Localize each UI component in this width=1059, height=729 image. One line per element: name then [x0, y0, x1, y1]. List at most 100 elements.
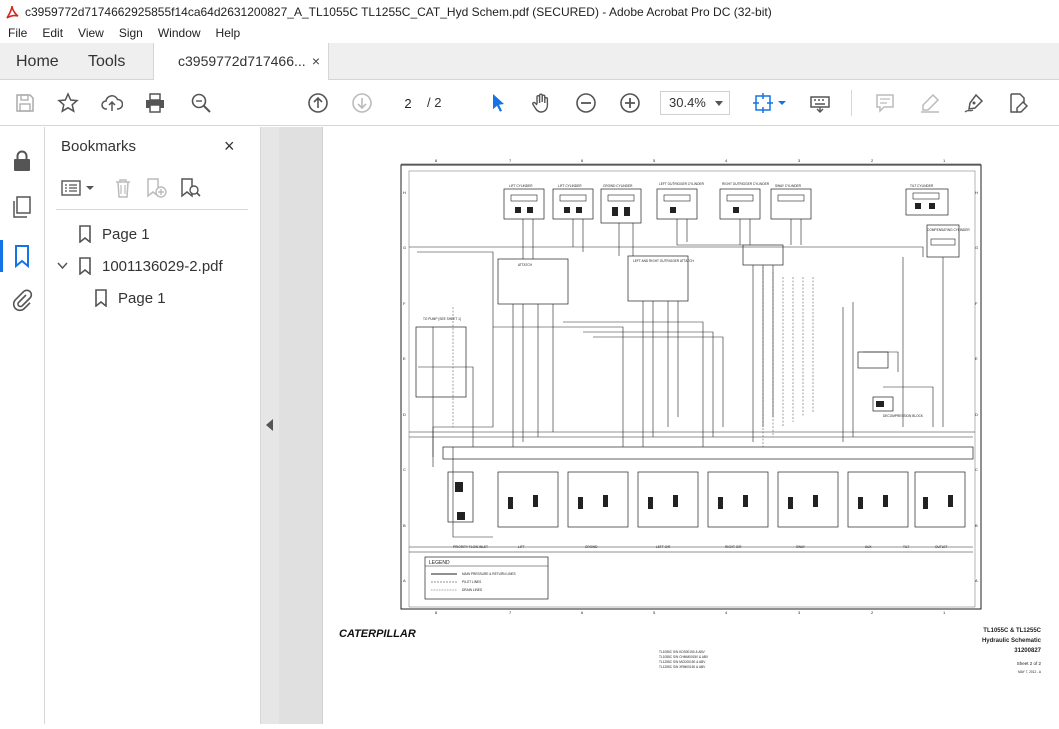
- delete-bookmark-icon[interactable]: [112, 177, 134, 199]
- section-label: CROWD: [585, 545, 598, 549]
- bookmarks-panel-title: Bookmarks: [61, 138, 137, 155]
- section-label: SWAY: [796, 545, 806, 549]
- page-total: / 2: [427, 95, 442, 110]
- row-letter: A: [403, 578, 406, 583]
- hand-tool-icon[interactable]: [529, 91, 553, 115]
- print-icon[interactable]: [143, 91, 167, 115]
- bookmarks-panel-icon[interactable]: [10, 244, 34, 269]
- serial-line: TL1255C S/N MCD00150 & ABV: [659, 660, 706, 664]
- bookmarks-panel: Bookmarks × Page 1 1001136029-2.pdf Page…: [46, 127, 261, 724]
- cylinder-label: LIFT CYLINDER: [509, 184, 533, 188]
- edit-document-icon[interactable]: [1006, 91, 1030, 115]
- cylinder-label: TILT CYLINDER: [910, 184, 934, 188]
- row-letter: G: [975, 245, 978, 250]
- column-number: 3: [798, 158, 801, 163]
- menu-file[interactable]: File: [8, 26, 28, 40]
- row-letter: H: [403, 190, 406, 195]
- bookmark-label: Page 1: [118, 289, 166, 307]
- save-icon[interactable]: [13, 91, 37, 115]
- column-number: 8: [435, 158, 438, 163]
- doc-date: MAY 7, 2012 - A: [1018, 670, 1042, 674]
- row-letter: B: [975, 523, 978, 528]
- bookmark-icon: [95, 289, 107, 307]
- tab-row: Home Tools c3959772d717466... ×: [0, 43, 1059, 81]
- row-letter: F: [403, 301, 406, 306]
- legend-item: PILOT LINES: [462, 580, 481, 584]
- menu-edit[interactable]: Edit: [42, 26, 64, 40]
- column-number: 1: [943, 610, 946, 615]
- close-tab-icon[interactable]: ×: [311, 53, 320, 69]
- menu-help[interactable]: Help: [215, 26, 241, 40]
- find-bookmark-icon[interactable]: [179, 177, 201, 199]
- menu-view[interactable]: View: [78, 26, 104, 40]
- new-bookmark-icon[interactable]: [145, 177, 167, 199]
- attachments-paperclip-icon[interactable]: [10, 288, 34, 312]
- misc-label: COMPENSATING CYLINDER: [927, 228, 970, 232]
- bookmark-star-icon[interactable]: [56, 91, 80, 115]
- column-number: 2: [871, 158, 874, 163]
- collapse-left-icon: [266, 419, 273, 431]
- misc-label: DECOMPRESSION BLOCK: [883, 414, 924, 418]
- chevron-down-icon[interactable]: [57, 262, 68, 270]
- bookmark-options-menu-icon[interactable]: [61, 177, 95, 199]
- menu-sign[interactable]: Sign: [118, 26, 143, 40]
- row-letter: D: [403, 412, 406, 417]
- zoom-level-value: 30.4%: [669, 95, 706, 110]
- pdf-page: 8 7 6 5 4 3 2 1 8 7 6 5 4 3 2 1 H G F: [322, 127, 1059, 724]
- title-bar: c3959772d7174662925855f14ca64d2631200827…: [0, 0, 1059, 23]
- zoom-out-icon[interactable]: [574, 91, 598, 115]
- doc-sheet-number: Sheet 2 of 2: [1017, 661, 1042, 666]
- close-panel-icon[interactable]: ×: [224, 136, 235, 156]
- cylinder-label: RIGHT OUTRIGGER CYLINDER: [722, 182, 770, 186]
- section-label: PRIORITY FLOW INLET: [453, 545, 488, 549]
- tab-document[interactable]: c3959772d717466... ×: [153, 43, 329, 81]
- column-number: 7: [509, 610, 512, 615]
- column-number: 7: [509, 158, 512, 163]
- legend-box: [424, 556, 549, 600]
- misc-label: LEFT AND RIGHT OUTRIGGER ATTATCH: [633, 259, 694, 263]
- section-label: LEFT O/R: [656, 545, 671, 549]
- pages-thumbnails-icon[interactable]: [10, 195, 34, 219]
- menu-window[interactable]: Window: [157, 26, 201, 40]
- page-number-input[interactable]: 2: [393, 92, 423, 114]
- upload-cloud-icon[interactable]: [100, 91, 124, 115]
- column-number: 2: [871, 610, 874, 615]
- caterpillar-logo: CATERPILLAR: [339, 628, 416, 640]
- left-navigation-rail: [0, 127, 45, 724]
- row-letter: D: [975, 412, 978, 417]
- zoom-level-dropdown[interactable]: 30.4%: [660, 91, 730, 115]
- legend-item: DRAIN LINES: [462, 588, 482, 592]
- row-letter: G: [403, 245, 406, 250]
- doc-title-line1: TL1055C & TL1255C: [983, 628, 1041, 634]
- panel-collapse-handle[interactable]: [261, 127, 279, 724]
- tab-tools[interactable]: Tools: [88, 53, 126, 70]
- previous-page-icon[interactable]: [306, 91, 330, 115]
- sign-pen-icon[interactable]: [962, 91, 986, 115]
- row-letter: A: [975, 578, 978, 583]
- tab-home[interactable]: Home: [16, 53, 59, 70]
- search-zoom-icon[interactable]: [189, 91, 213, 115]
- select-cursor-icon[interactable]: [486, 91, 510, 115]
- comment-icon[interactable]: [873, 91, 897, 115]
- row-letter: C: [403, 467, 406, 472]
- bookmark-item-page-1[interactable]: Page 1: [78, 225, 150, 243]
- serial-line: TL1255C S/N XRM00150 & ABV: [659, 665, 706, 669]
- zoom-in-icon[interactable]: [618, 91, 642, 115]
- highlight-pen-icon[interactable]: [918, 91, 942, 115]
- document-canvas[interactable]: 8 7 6 5 4 3 2 1 8 7 6 5 4 3 2 1 H G F: [279, 127, 1059, 724]
- bookmark-label: Page 1: [102, 225, 150, 243]
- fit-page-icon[interactable]: [752, 91, 788, 115]
- bookmarks-toolbar: [56, 175, 251, 205]
- keyboard-icon[interactable]: [808, 91, 832, 115]
- row-letter: B: [403, 523, 406, 528]
- cylinder-label: LIFT CYLINDER: [558, 184, 582, 188]
- next-page-icon[interactable]: [350, 91, 374, 115]
- serial-line: TL1055C S/N CHMM00150 & ABV: [659, 655, 709, 659]
- doc-title-line2: Hydraulic Schematic: [982, 638, 1042, 644]
- bookmark-item-child-page-1[interactable]: Page 1: [94, 289, 166, 307]
- bookmark-item-pdf[interactable]: 1001136029-2.pdf: [57, 257, 223, 275]
- column-number: 4: [725, 158, 728, 163]
- bookmark-icon: [79, 225, 91, 243]
- lock-icon[interactable]: [10, 149, 34, 173]
- column-number: 6: [581, 158, 584, 163]
